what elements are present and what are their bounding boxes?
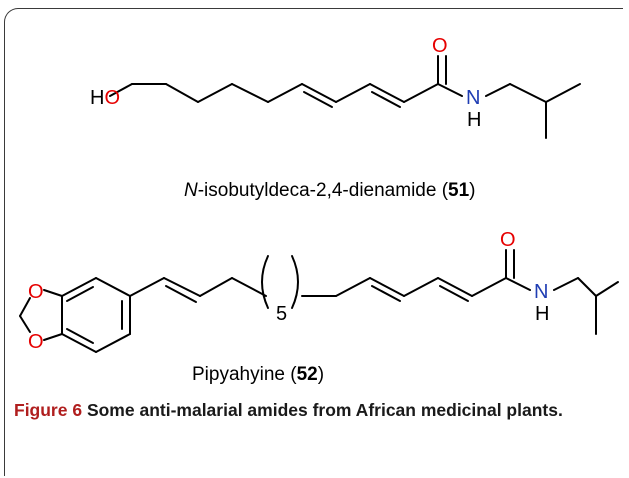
compound-51-name: N-isobutyldeca-2,4-dienamide (51) — [184, 180, 476, 201]
atom-hydrogen-1: H — [467, 109, 481, 131]
atom-hydrogen-2: H — [535, 303, 549, 325]
atom-hydroxyl-1: HO — [90, 87, 120, 109]
figure-caption: Figure 6 Some anti-malarial amides from … — [14, 398, 614, 422]
figure-caption-text: Some anti-malarial amides from African m… — [82, 400, 563, 420]
atom-nitrogen-2: N — [534, 281, 548, 303]
compound-52-name: Pipyahyine (52) — [192, 364, 324, 385]
compound-51-bonds — [109, 55, 581, 139]
atom-dioxole-oxygen-bottom: O — [28, 331, 44, 353]
atom-carbonyl-oxygen-2: O — [500, 229, 516, 251]
atom-carbonyl-oxygen-1: O — [432, 35, 448, 57]
figure-number: Figure 6 — [14, 400, 83, 420]
atom-dioxole-oxygen-top: O — [28, 281, 44, 303]
compound-52-bonds — [19, 249, 619, 353]
repeat-subscript: 5 — [276, 303, 287, 325]
atom-nitrogen-1: N — [466, 87, 480, 109]
figure-frame — [4, 8, 623, 476]
